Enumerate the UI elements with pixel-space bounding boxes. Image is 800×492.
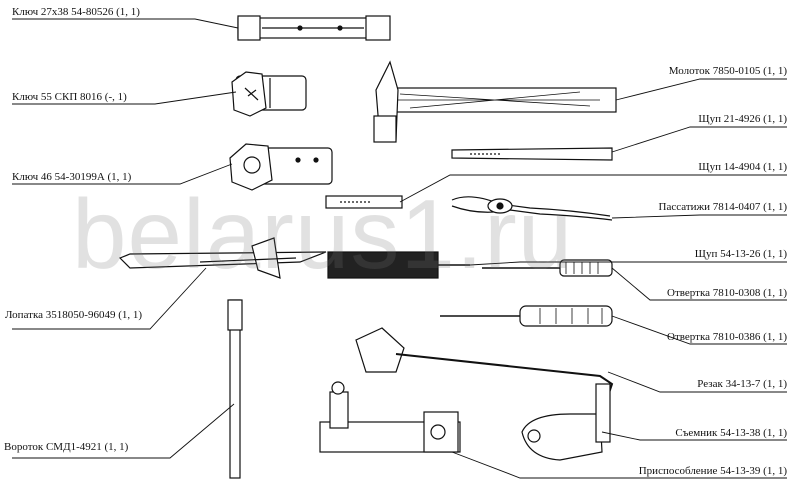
label-cutter: Резак 34-13-7 (1, 1) bbox=[697, 378, 787, 390]
fixture-drawing bbox=[319, 381, 461, 453]
label-key-46: Ключ 46 54-30199А (1, 1) bbox=[12, 171, 132, 183]
screwdriver-0386-drawing bbox=[440, 305, 613, 327]
label-feeler-21: Щуп 21-4926 (1, 1) bbox=[698, 113, 787, 125]
key-46-drawing bbox=[229, 143, 333, 191]
wrench-handle-drawing bbox=[227, 299, 243, 479]
key-55-drawing bbox=[231, 71, 307, 117]
label-blade: Лопатка 3518050-96049 (1, 1) bbox=[5, 309, 143, 321]
label-screwdriver-0386: Отвертка 7810-0386 (1, 1) bbox=[667, 331, 787, 343]
label-pliers: Пассатижи 7814-0407 (1, 1) bbox=[658, 201, 788, 213]
label-fixture: Приспособление 54-13-39 (1, 1) bbox=[638, 465, 787, 477]
label-key-55: Ключ 55 СКП 8016 (-, 1) bbox=[12, 91, 127, 103]
blade-drawing bbox=[118, 237, 327, 279]
screwdriver-0308-drawing bbox=[482, 259, 613, 277]
label-wrench-handle: Вороток СМД1-4921 (1, 1) bbox=[4, 441, 129, 453]
label-screwdriver-0308: Отвертка 7810-0308 (1, 1) bbox=[667, 287, 787, 299]
feeler-21-drawing bbox=[451, 147, 613, 161]
label-key-27x38: Ключ 27х38 54-80526 (1, 1) bbox=[12, 6, 140, 18]
label-puller: Съемник 54-13-38 (1, 1) bbox=[675, 427, 787, 439]
label-feeler-54: Щуп 54-13-26 (1, 1) bbox=[694, 248, 787, 260]
puller-drawing bbox=[521, 383, 611, 461]
feeler-54-drawing bbox=[327, 251, 470, 279]
leader-lines bbox=[12, 18, 787, 479]
label-hammer: Молоток 7850-0105 (1, 1) bbox=[668, 65, 787, 77]
key-27x38-drawing bbox=[237, 15, 391, 41]
cutter-drawing bbox=[355, 327, 614, 398]
hammer-drawing bbox=[373, 60, 617, 143]
label-feeler-14: Щуп 14-4904 (1, 1) bbox=[698, 161, 787, 173]
feeler-14-drawing bbox=[325, 195, 403, 209]
pliers-drawing bbox=[451, 196, 613, 221]
